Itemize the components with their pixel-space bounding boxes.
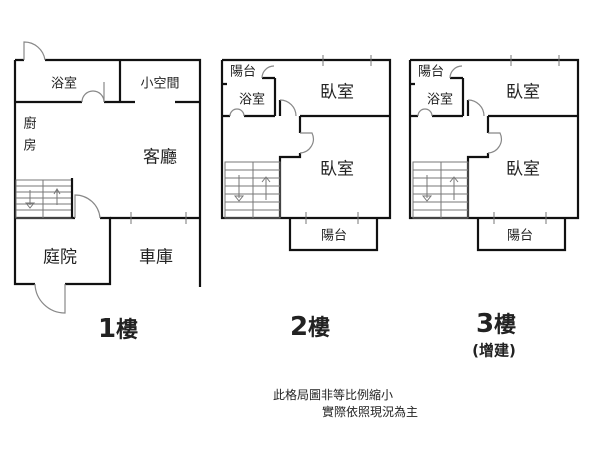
room-bath-3f: 浴室 xyxy=(426,92,454,108)
room-courtyard: 庭院 xyxy=(43,247,77,268)
floor3-subtitle: (增建) xyxy=(472,341,516,360)
room-bath-1f: 浴室 xyxy=(50,76,78,92)
floor2-plan xyxy=(220,55,392,252)
room-kitchen-2: 房 xyxy=(23,138,37,154)
room-balcony-bottom-3f: 陽台 xyxy=(506,228,534,244)
room-small-space: 小空間 xyxy=(140,76,180,92)
floor1-title: 1樓 xyxy=(97,314,139,344)
floor1-stairs xyxy=(15,178,74,219)
note-line1: 此格局圖非等比例縮小 xyxy=(273,388,394,402)
room-balcony-bottom-2f: 陽台 xyxy=(320,228,348,244)
floor2-title: 2樓 xyxy=(289,312,331,342)
room-bedroom2-3f: 臥室 xyxy=(506,159,540,180)
note-line2: 實際依照現況為主 xyxy=(322,405,419,419)
floor3-plan xyxy=(408,53,580,252)
room-living: 客廳 xyxy=(143,147,177,168)
room-bath-2f: 浴室 xyxy=(238,92,266,108)
room-bedroom1-3f: 臥室 xyxy=(506,82,540,103)
room-balcony-top-2f: 陽台 xyxy=(229,64,257,80)
room-kitchen-1: 廚 xyxy=(23,116,37,132)
room-bedroom2-2f: 臥室 xyxy=(320,159,354,180)
room-garage: 車庫 xyxy=(139,247,173,268)
room-bedroom1-2f: 臥室 xyxy=(320,82,354,103)
floor1-plan xyxy=(13,41,202,314)
floor3-title: 3樓 xyxy=(475,309,517,339)
room-balcony-top-3f: 陽台 xyxy=(417,64,445,80)
